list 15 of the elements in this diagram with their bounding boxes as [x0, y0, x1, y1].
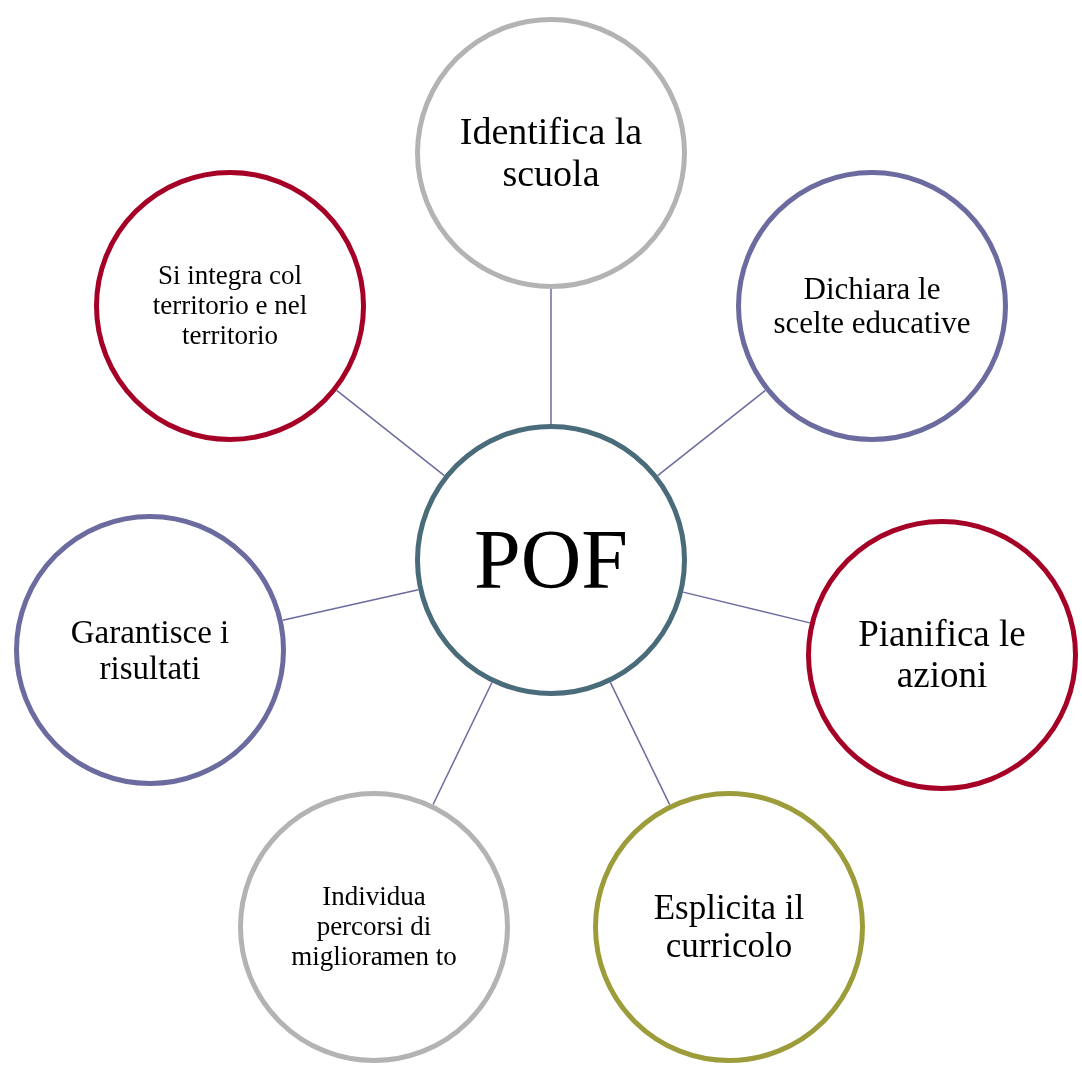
node-label: Individua percorsi di miglioramen to: [290, 882, 458, 972]
connector-line: [656, 389, 767, 477]
connector-line: [432, 681, 493, 806]
node-label: POF: [472, 513, 630, 607]
connector-line: [609, 681, 671, 806]
node-label: Esplicita il curricolo: [652, 888, 806, 966]
connector-line: [682, 591, 811, 624]
node-label: Garantisce i risultati: [69, 613, 231, 687]
node-label: Dichiara le scelte educative: [772, 271, 972, 341]
connector-line: [281, 589, 420, 621]
node-label: Si integra col territorio e nel territorio: [151, 261, 309, 351]
connector-line: [335, 389, 446, 477]
connector-line: [550, 288, 552, 425]
node-label: Identifica la scuola: [458, 111, 644, 195]
node-label: Pianifica le azioni: [857, 614, 1027, 696]
